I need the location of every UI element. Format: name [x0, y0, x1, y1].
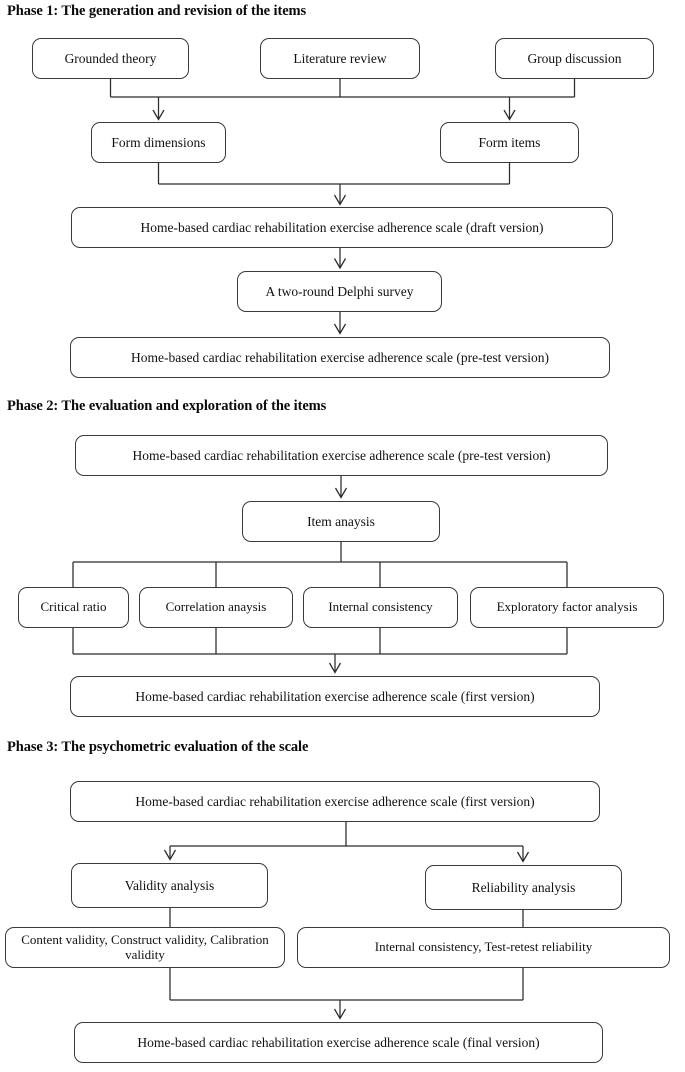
- phase-3-heading: Phase 3: The psychometric evaluation of …: [7, 739, 309, 755]
- node-internal-consistency[interactable]: Internal consistency: [303, 587, 458, 628]
- phase-2-heading: Phase 2: The evaluation and exploration …: [7, 398, 327, 414]
- node-pretest-scale-phase2[interactable]: Home-based cardiac rehabilitation exerci…: [75, 435, 608, 476]
- node-validity-detail[interactable]: Content validity, Construct validity, Ca…: [5, 927, 285, 968]
- node-final-scale[interactable]: Home-based cardiac rehabilitation exerci…: [74, 1022, 603, 1063]
- node-validity-analysis[interactable]: Validity analysis: [71, 863, 268, 908]
- node-critical-ratio[interactable]: Critical ratio: [18, 587, 129, 628]
- node-first-scale-phase3[interactable]: Home-based cardiac rehabilitation exerci…: [70, 781, 600, 822]
- node-exploratory-factor-analysis[interactable]: Exploratory factor analysis: [470, 587, 664, 628]
- node-first-scale-phase2[interactable]: Home-based cardiac rehabilitation exerci…: [70, 676, 600, 717]
- node-literature-review[interactable]: Literature review: [260, 38, 420, 79]
- node-group-discussion[interactable]: Group discussion: [495, 38, 654, 79]
- node-form-dimensions[interactable]: Form dimensions: [91, 122, 226, 163]
- node-reliability-analysis[interactable]: Reliability analysis: [425, 865, 622, 910]
- node-draft-scale[interactable]: Home-based cardiac rehabilitation exerci…: [71, 207, 613, 248]
- node-item-analysis[interactable]: Item anaysis: [242, 501, 440, 542]
- node-pretest-scale-phase1[interactable]: Home-based cardiac rehabilitation exerci…: [70, 337, 610, 378]
- node-correlation-analysis[interactable]: Correlation anaysis: [139, 587, 293, 628]
- node-grounded-theory[interactable]: Grounded theory: [32, 38, 189, 79]
- node-reliability-detail[interactable]: Internal consistency, Test-retest reliab…: [297, 927, 670, 968]
- node-delphi-survey[interactable]: A two-round Delphi survey: [237, 271, 442, 312]
- phase-1-heading: Phase 1: The generation and revision of …: [7, 3, 307, 19]
- node-form-items[interactable]: Form items: [440, 122, 579, 163]
